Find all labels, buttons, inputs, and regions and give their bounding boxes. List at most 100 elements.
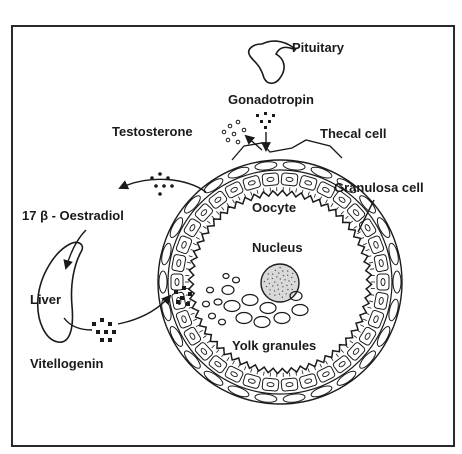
granulosa-nucleus — [181, 315, 187, 323]
microvillus — [326, 361, 328, 365]
nucleus-stipple-dot — [272, 274, 273, 275]
microvillus — [264, 372, 265, 376]
nucleus-stipple-dot — [292, 273, 293, 274]
microvillus — [308, 369, 309, 373]
nucleus-stipple-dot — [294, 281, 295, 282]
nucleus-shape — [261, 264, 299, 302]
microvillus — [341, 211, 344, 214]
microvillus — [238, 197, 240, 201]
microvillus — [233, 200, 235, 204]
granulosa-cell — [242, 175, 261, 191]
microvillus — [346, 216, 349, 219]
label-nucleus: Nucleus — [252, 240, 303, 255]
microvillus — [216, 211, 219, 214]
microvillus — [369, 301, 373, 302]
granulosa-nucleus — [352, 347, 360, 355]
microvillus — [341, 350, 344, 353]
nucleus-stipple-dot — [268, 273, 269, 274]
microvillus — [363, 319, 367, 321]
pituitary-shape — [249, 41, 296, 83]
nucleus-stipple-dot — [275, 270, 276, 271]
nucleus-stipple-dot — [277, 284, 278, 285]
granulosa-nucleus — [338, 196, 346, 203]
label-gonadotropin: Gonadotropin — [228, 92, 314, 107]
nucleus-stipple-dot — [287, 270, 288, 271]
vitellogenin-dots — [92, 318, 116, 342]
granulosa-cell — [242, 373, 261, 389]
microvillus — [193, 243, 197, 245]
microvillus — [238, 364, 240, 368]
microvillus — [302, 190, 303, 194]
granulosa-nucleus — [379, 259, 384, 267]
microvillus — [354, 226, 357, 228]
label-testosterone: Testosterone — [112, 124, 193, 139]
nucleus-stipple-dot — [269, 293, 270, 294]
granulosa-nucleus — [352, 209, 360, 217]
microvillus — [320, 197, 322, 201]
microvillus — [314, 194, 316, 198]
granulosa-nucleus — [322, 186, 330, 193]
nucleus-stipple-dot — [287, 275, 288, 276]
label-oestradiol: 17 β - Oestradiol — [22, 208, 124, 223]
granulosa-nucleus — [379, 297, 384, 305]
granulosa-nucleus — [248, 180, 256, 186]
microvillus — [369, 262, 373, 263]
granulosa-nucleus — [364, 332, 371, 340]
microvillus — [233, 361, 235, 365]
thecal-cell — [393, 271, 401, 293]
nucleus-stipple-dot — [283, 275, 284, 276]
nucleus-stipple-dot — [292, 289, 293, 290]
nucleus-stipple-dot — [272, 278, 273, 279]
nucleus-stipple-dot — [284, 279, 285, 280]
granulosa-nucleus — [214, 196, 222, 203]
label-liver: Liver — [30, 292, 61, 307]
microvillus — [191, 250, 195, 251]
microvillus — [336, 354, 339, 357]
microvillus — [363, 243, 367, 245]
label-oocyte: Oocyte — [252, 200, 296, 215]
nucleus-stipple-dot — [269, 283, 270, 284]
nucleus-stipple-dot — [288, 280, 289, 281]
nucleus-stipple-dot — [287, 289, 288, 290]
granulosa-nucleus — [176, 259, 181, 267]
granulosa-cell — [299, 373, 318, 389]
granulosa-cell — [262, 173, 279, 186]
nucleus-stipple-dot — [274, 295, 275, 296]
granulosa-cell — [281, 173, 298, 186]
granulosa-cell — [171, 274, 183, 290]
nucleus-stipple-dot — [282, 297, 283, 298]
granulosa-nucleus — [373, 315, 379, 323]
granulosa-nucleus — [175, 279, 179, 286]
granulosa-nucleus — [373, 241, 379, 249]
granulosa-nucleus — [364, 224, 371, 232]
granulosa-nucleus — [248, 378, 256, 384]
granulosa-nucleus — [304, 180, 312, 186]
granulosa-cell — [368, 235, 385, 254]
nucleus-stipple-dot — [281, 282, 282, 283]
granulosa-nucleus — [230, 371, 238, 378]
gonadotropin-dots — [256, 112, 275, 129]
granulosa-nucleus — [267, 177, 274, 182]
nucleus-stipple-dot — [276, 276, 277, 277]
granulosa-cell — [262, 378, 279, 391]
granulosa-cell — [208, 190, 228, 209]
oestradiol-dots — [150, 172, 174, 196]
granulosa-nucleus — [214, 360, 222, 367]
thecal-cell — [159, 271, 167, 293]
microvillus — [222, 207, 225, 210]
microvillus — [350, 341, 353, 344]
label-yolk-granules: Yolk granules — [232, 338, 316, 353]
nucleus-stipple-dot — [266, 286, 267, 287]
nucleus-stipple-dot — [282, 286, 283, 287]
nucleus-stipple-dot — [267, 278, 268, 279]
granulosa-nucleus — [338, 360, 346, 367]
granulosa-nucleus — [230, 186, 238, 193]
nucleus-stipple-dot — [269, 289, 270, 290]
microvillus — [302, 370, 303, 374]
granulosa-cell — [176, 310, 193, 329]
microvillus — [257, 190, 258, 194]
label-granulosa-cell: Granulosa cell — [334, 180, 424, 195]
microvillus — [216, 350, 219, 353]
